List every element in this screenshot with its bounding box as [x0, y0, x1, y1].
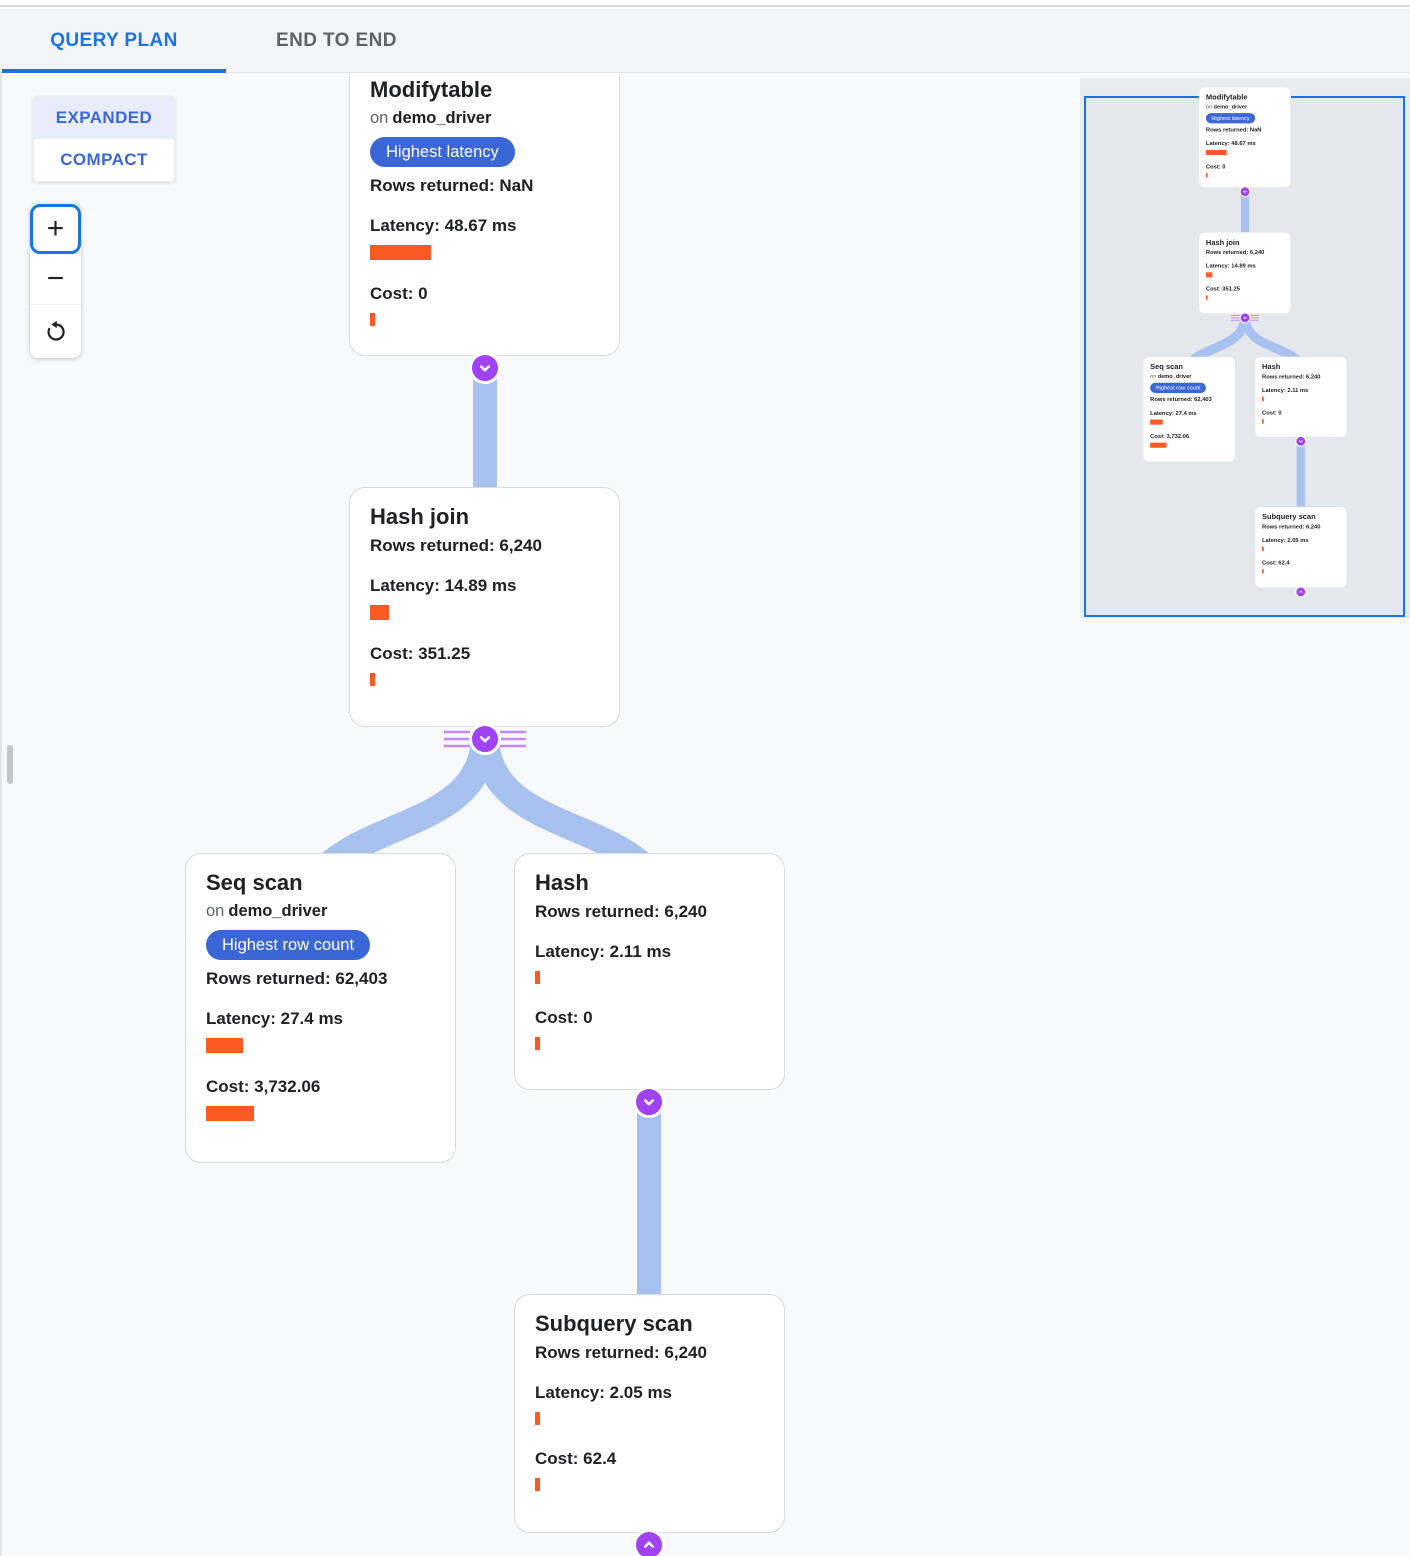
cost-label: Cost: 0: [370, 284, 428, 303]
cost-label: Cost: 3,732.06: [206, 1077, 321, 1096]
table-name: demo_driver: [392, 109, 492, 127]
node-title: Seq scan: [206, 870, 303, 895]
zoom-in-button[interactable]: +: [30, 204, 81, 254]
tab-end-to-end-label: END TO END: [276, 29, 397, 51]
rows-returned-label: Rows returned: 6,240: [535, 1343, 707, 1362]
rows-returned-label: Rows returned: 62,403: [206, 969, 388, 988]
node-subquery-scan[interactable]: Subquery scan Rows returned: 6,240 Laten…: [514, 1294, 785, 1533]
on-label: on: [370, 109, 389, 127]
zoom-out-button[interactable]: −: [30, 254, 81, 304]
highest-row-count-badge: Highest row count: [206, 930, 371, 960]
latency-label: Latency: 2.05 ms: [535, 1383, 673, 1402]
latency-bar: [370, 245, 431, 260]
active-tab-indicator: [2, 69, 226, 73]
cost-label: Cost: 0: [535, 1008, 593, 1027]
edge-hashjoin-hash: [471, 731, 659, 882]
expand-toggle-subquery-scan[interactable]: [633, 1529, 665, 1556]
plus-icon: +: [46, 212, 65, 245]
minimap-viewport[interactable]: [1084, 96, 1405, 617]
latency-label: Latency: 2.11 ms: [535, 942, 672, 961]
cost-bar: [370, 313, 375, 326]
latency-bar: [370, 605, 389, 620]
reset-view-button[interactable]: [30, 304, 81, 358]
node-title: Hash: [535, 870, 589, 895]
node-hash-join[interactable]: Hash join Rows returned: 6,240 Latency: …: [349, 487, 620, 727]
zoom-controls: + −: [30, 204, 81, 358]
highest-latency-badge: Highest latency: [370, 137, 515, 167]
chevron-down-icon: [643, 1099, 655, 1106]
minus-icon: −: [46, 262, 65, 295]
edge-hashjoin-seqscan: [312, 731, 499, 882]
rows-returned-label: Rows returned: 6,240: [370, 536, 542, 555]
latency-bar: [535, 1412, 540, 1425]
rows-returned-label: Rows returned: 6,240: [535, 902, 707, 921]
cost-bar: [535, 1037, 540, 1050]
compact-button[interactable]: COMPACT: [34, 139, 174, 181]
expanded-button[interactable]: EXPANDED: [34, 97, 174, 139]
cost-label: Cost: 62.4: [535, 1449, 617, 1468]
top-divider-strip: [0, 0, 1410, 7]
collapse-toggle-modifytable[interactable]: [469, 352, 501, 384]
node-title: Hash join: [370, 504, 470, 529]
node-hash[interactable]: Hash Rows returned: 6,240 Latency: 2.11 …: [514, 853, 785, 1090]
tab-bar: QUERY PLAN END TO END: [0, 9, 1410, 73]
collapse-toggle-hash[interactable]: [633, 1086, 665, 1118]
table-name: demo_driver: [228, 902, 328, 920]
latency-bar: [535, 971, 540, 984]
cost-bar: [370, 673, 375, 686]
node-title: Modifytable: [370, 77, 493, 102]
latency-label: Latency: 27.4 ms: [206, 1009, 344, 1028]
minimap[interactable]: Modifytable ondemo_driver Highest latenc…: [1080, 78, 1410, 618]
tab-query-plan[interactable]: QUERY PLAN: [0, 9, 228, 73]
chevron-down-icon: [479, 736, 491, 743]
chevron-down-icon: [479, 365, 491, 372]
chevron-up-icon: [643, 1541, 655, 1548]
view-mode-toggle: EXPANDED COMPACT: [33, 96, 175, 182]
tab-query-plan-label: QUERY PLAN: [50, 29, 178, 51]
latency-bar: [206, 1038, 243, 1053]
reset-view-icon: [46, 320, 65, 341]
left-scrollbar-thumb[interactable]: [7, 745, 13, 784]
latency-label: Latency: 14.89 ms: [370, 576, 517, 595]
hidden-children-lines: [444, 730, 526, 748]
tab-end-to-end[interactable]: END TO END: [228, 9, 445, 72]
node-title: Subquery scan: [535, 1311, 693, 1336]
on-label: on: [206, 902, 225, 920]
cost-bar: [206, 1106, 254, 1121]
collapse-toggle-hash-join[interactable]: [469, 723, 501, 755]
cost-bar: [535, 1478, 540, 1491]
latency-label: Latency: 48.67 ms: [370, 216, 517, 235]
rows-returned-label: Rows returned: NaN: [370, 176, 534, 195]
cost-label: Cost: 351.25: [370, 644, 471, 663]
